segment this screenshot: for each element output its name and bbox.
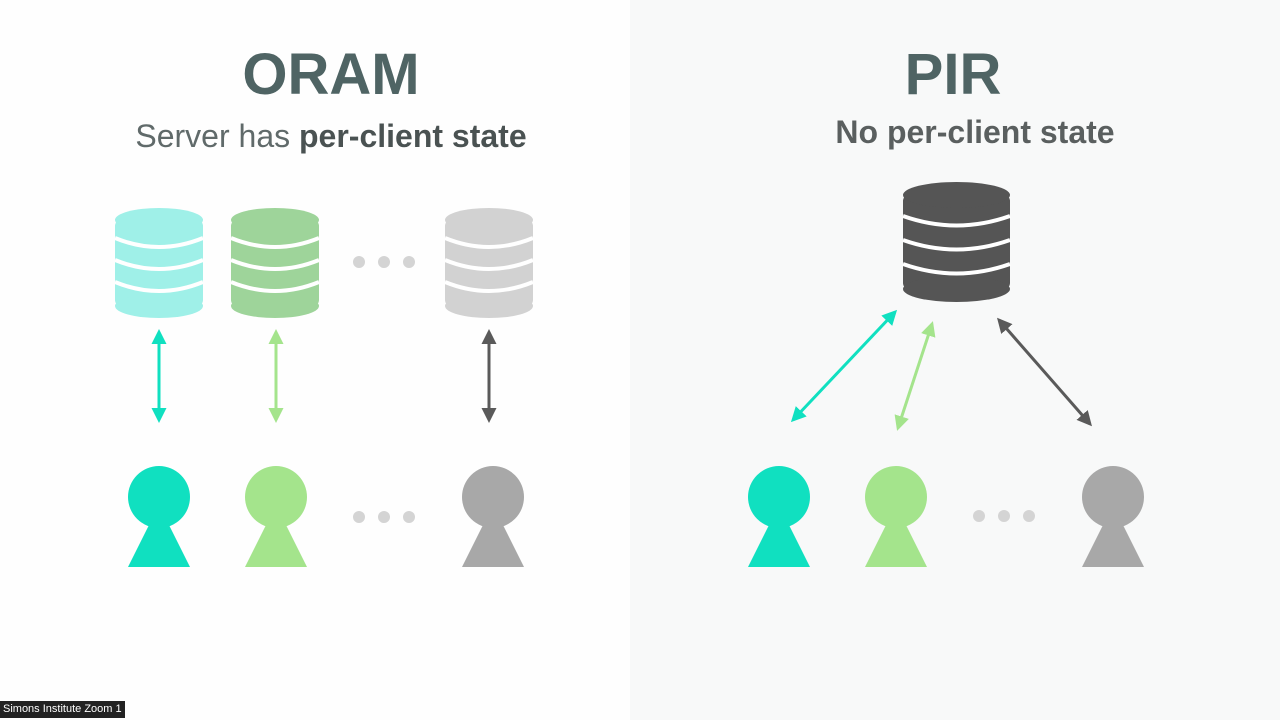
bidirectional-arrow xyxy=(790,309,898,423)
oram-subtitle-bold: per-client state xyxy=(299,118,527,154)
bidirectional-arrow xyxy=(997,317,1092,427)
user-icon xyxy=(462,466,524,567)
pir-title: PIR xyxy=(904,42,1002,107)
pir-subtitle: No per-client state xyxy=(835,114,1115,150)
user-icon xyxy=(748,466,810,567)
bidirectional-arrow xyxy=(894,321,936,431)
ellipsis-icon xyxy=(353,511,415,523)
pir-panel: PIR No per-client state xyxy=(630,0,1280,720)
user-icon xyxy=(245,466,307,567)
ellipsis-icon xyxy=(973,510,1035,522)
database-icon xyxy=(114,208,204,318)
oram-title: ORAM xyxy=(242,42,420,107)
oram-panel: ORAM Server has per-client state xyxy=(0,0,630,720)
database-icon xyxy=(444,208,534,318)
user-icon xyxy=(865,466,927,567)
ellipsis-icon xyxy=(353,256,415,268)
database-icon xyxy=(230,208,320,318)
user-icon xyxy=(1082,466,1144,567)
database-icon xyxy=(902,182,1011,302)
oram-subtitle: Server has per-client state xyxy=(16,120,646,152)
user-icon xyxy=(128,466,190,567)
zoom-source-label: Simons Institute Zoom 1 xyxy=(0,701,125,718)
oram-subtitle-prefix: Server has xyxy=(135,118,299,154)
